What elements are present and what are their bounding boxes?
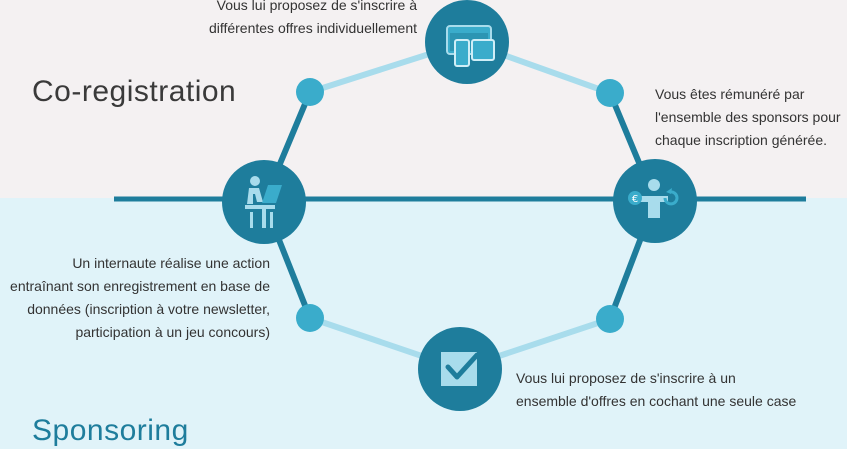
description-line: Vous lui proposez de s'inscrire à xyxy=(216,0,417,13)
node-dot-top-right xyxy=(596,79,624,107)
description-line: Un internaute réalise une action xyxy=(72,255,270,271)
devices-icon xyxy=(446,25,495,67)
description-line: ensemble d'offres en cochant une seule c… xyxy=(516,393,797,409)
description-line: Vous lui proposez de s'inscrire à un xyxy=(516,370,736,386)
node-dot-top-left xyxy=(296,78,324,106)
checkbox-icon xyxy=(441,352,480,386)
node-dot-bottom-right xyxy=(596,305,624,333)
description-line: différentes offres individuellement xyxy=(208,20,417,36)
sponsoring-title: Sponsoring xyxy=(32,414,189,447)
description-line: entraînant son enregistrement en base de xyxy=(10,278,270,294)
node-top xyxy=(425,0,509,84)
description-bottom: Vous lui proposez de s'inscrire à un ens… xyxy=(516,367,796,413)
node-left xyxy=(222,160,306,244)
description-line: l'ensemble des sponsors pour xyxy=(655,109,841,125)
description-line: chaque inscription générée. xyxy=(655,132,828,148)
description-left: Un internaute réalise une action entraîn… xyxy=(10,252,270,344)
node-dot-bottom-left xyxy=(296,304,324,332)
svg-text:€: € xyxy=(632,194,638,205)
sponsoring-band xyxy=(0,198,847,449)
description-line: Vous êtes rémunéré par xyxy=(655,86,805,102)
description-line: participation à un jeu concours) xyxy=(75,324,270,340)
description-right: Vous êtes rémunéré par l'ensemble des sp… xyxy=(655,83,841,152)
node-right: € xyxy=(613,159,697,243)
sponsor-reward-icon: € xyxy=(628,179,679,218)
coregistration-title: Co-registration xyxy=(32,75,237,108)
node-bottom xyxy=(418,327,502,411)
description-top: Vous lui proposez de s'inscrire à différ… xyxy=(209,0,417,40)
user-at-computer-icon xyxy=(245,176,282,228)
description-line: données (inscription à votre newsletter, xyxy=(27,301,270,317)
